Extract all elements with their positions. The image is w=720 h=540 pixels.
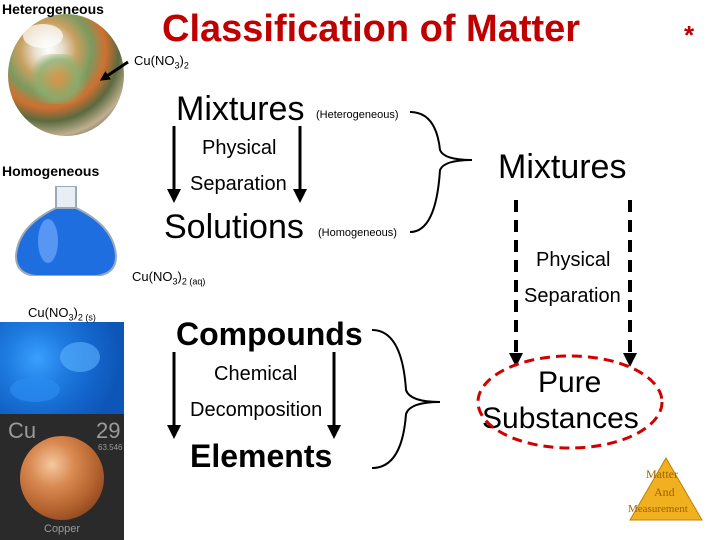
element-number: 29 xyxy=(96,418,121,443)
element-name: Copper xyxy=(44,523,81,535)
left-physical-label: Physical xyxy=(202,137,277,159)
left-solutions-label: Solutions xyxy=(164,208,304,246)
nav-badge-triangle xyxy=(629,457,703,521)
right-mixtures-label: Mixtures xyxy=(498,148,627,186)
star-marker: * xyxy=(684,20,695,50)
copper-element-tile: Cu 29 63.546 Copper xyxy=(0,414,124,540)
formula-cu-no3-2: Cu(NO3)2 xyxy=(134,53,189,71)
element-symbol: Cu xyxy=(8,418,37,443)
decomposition-label: Decomposition xyxy=(190,399,323,421)
pointer-arrow xyxy=(99,60,129,81)
homogeneous-label: Homogeneous xyxy=(2,163,100,179)
left-solutions-note: (Homogeneous) xyxy=(318,227,397,239)
elements-label: Elements xyxy=(190,438,333,474)
substances-label: Substances xyxy=(482,402,639,435)
heterogeneous-label: Heterogeneous xyxy=(2,1,104,17)
right-separation-label: Separation xyxy=(524,285,621,307)
copper-sphere xyxy=(20,436,104,520)
left-separation-label: Separation xyxy=(190,173,287,195)
blue-flask-image xyxy=(4,186,128,276)
nav-badge-line3[interactable]: Measurement xyxy=(628,503,688,515)
flask-drawing xyxy=(14,186,118,276)
pure-substances-highlight xyxy=(476,354,664,450)
brace-bottom xyxy=(371,329,441,469)
chemical-label: Chemical xyxy=(214,363,298,385)
nav-badge-line2[interactable]: And xyxy=(654,485,675,499)
pure-label: Pure xyxy=(538,366,602,399)
compounds-label: Compounds xyxy=(176,316,363,352)
left-mixtures-label: Mixtures xyxy=(176,90,305,128)
left-mixtures-note: (Heterogeneous) xyxy=(316,109,399,121)
brace-top xyxy=(409,111,473,233)
page-title: Classification of Matter xyxy=(162,8,581,50)
formula-cu-no3-2-aq: Cu(NO3)2 (aq) xyxy=(132,269,206,287)
blue-crystals-image xyxy=(0,322,124,414)
element-mass: 63.546 xyxy=(98,443,123,452)
formula-cu-no3-2-s: Cu(NO3)2 (s) xyxy=(28,305,96,323)
right-physical-label: Physical xyxy=(536,249,611,271)
nav-badge-line1[interactable]: Matter xyxy=(646,467,678,481)
